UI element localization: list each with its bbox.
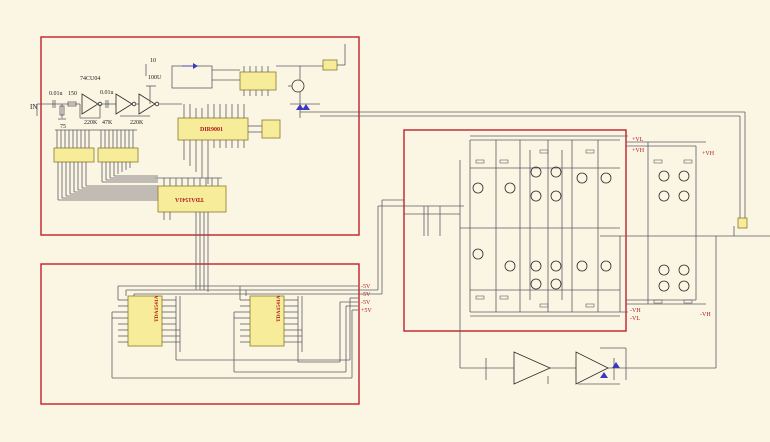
res1-label: 150 xyxy=(68,91,77,97)
switch-banks xyxy=(53,129,158,201)
supply-rails: -5V -5V -5V +5V xyxy=(361,284,372,314)
res-a-label: 220K xyxy=(84,120,98,126)
inverter-chain: 74CU04 220K 47K 0.01u 220K 100U 10 xyxy=(79,58,182,126)
opamp-1 xyxy=(513,351,551,385)
receiver-support xyxy=(171,44,746,220)
dac-chip-upper: TDA1541A xyxy=(155,177,227,290)
rail-label-3: -5V xyxy=(361,300,371,306)
crystal-chip xyxy=(261,119,281,139)
switch-bank-2 xyxy=(97,147,139,163)
input-stage: IN 75 0.01u 150 xyxy=(30,91,80,130)
res-b-label: 47K xyxy=(102,120,113,126)
rail-label-1: -5V xyxy=(361,284,371,290)
cap3-label: 100U xyxy=(148,75,162,81)
amp-rail-neg-vl: -VL xyxy=(630,316,640,322)
inverter-label: 74CU04 xyxy=(80,76,100,82)
cap1-label: 0.01u xyxy=(49,91,63,97)
dac-chip-right xyxy=(249,295,285,347)
amp-component-marks xyxy=(475,149,693,308)
dir-chip-label: DIR9001 xyxy=(200,127,223,133)
servo-section xyxy=(459,262,717,385)
res-c-label: 220K xyxy=(130,120,144,126)
led2-icon xyxy=(302,104,310,110)
out-rail-neg-vh: -VH xyxy=(700,312,711,318)
diode-icon xyxy=(193,63,198,69)
dac-chip-left xyxy=(127,295,163,347)
out-rail-pos-vh: +VH xyxy=(702,151,715,157)
power-amp-section: +VL +VH -VH -VL +VH -VH xyxy=(404,135,770,322)
opamp-2 xyxy=(575,351,609,385)
dir-chip: DIR9001 xyxy=(177,104,281,184)
inverter-2 xyxy=(115,93,133,115)
output-connector xyxy=(737,217,748,229)
connector-chip xyxy=(322,59,338,71)
input-label: IN xyxy=(30,103,37,111)
inverter-3 xyxy=(138,93,156,115)
servo-led-icon xyxy=(600,372,608,378)
transistor-q1 xyxy=(291,79,305,93)
ref-10-label: 10 xyxy=(150,58,156,64)
switch-bank-1 xyxy=(53,147,95,163)
rail-label-4: +5V xyxy=(361,308,372,314)
led-icon xyxy=(296,104,304,110)
dac-right-label: TDA1541A xyxy=(276,295,282,322)
signal-link xyxy=(358,199,464,295)
cap2-label: 0.01u xyxy=(100,90,114,96)
power-amp-frame xyxy=(403,129,627,332)
amp-rail-neg-vh: -VH xyxy=(630,308,641,314)
rail-label-2: -5V xyxy=(361,292,371,298)
amp-transistors xyxy=(472,166,690,292)
amp-rail-pos-vh: +VH xyxy=(632,148,645,154)
dac-section: TDA1541A TDA1541A xyxy=(111,285,358,379)
inverter-1 xyxy=(81,93,99,115)
buffer-chip xyxy=(239,71,277,91)
input-resistor-label: 75 xyxy=(60,124,66,130)
dac-chip-label: TDA1541A xyxy=(174,196,204,202)
servo-diode-icon xyxy=(612,362,620,368)
amp-rail-pos-vl: +VL xyxy=(632,137,644,143)
dac-left-label: TDA1541A xyxy=(154,295,160,322)
